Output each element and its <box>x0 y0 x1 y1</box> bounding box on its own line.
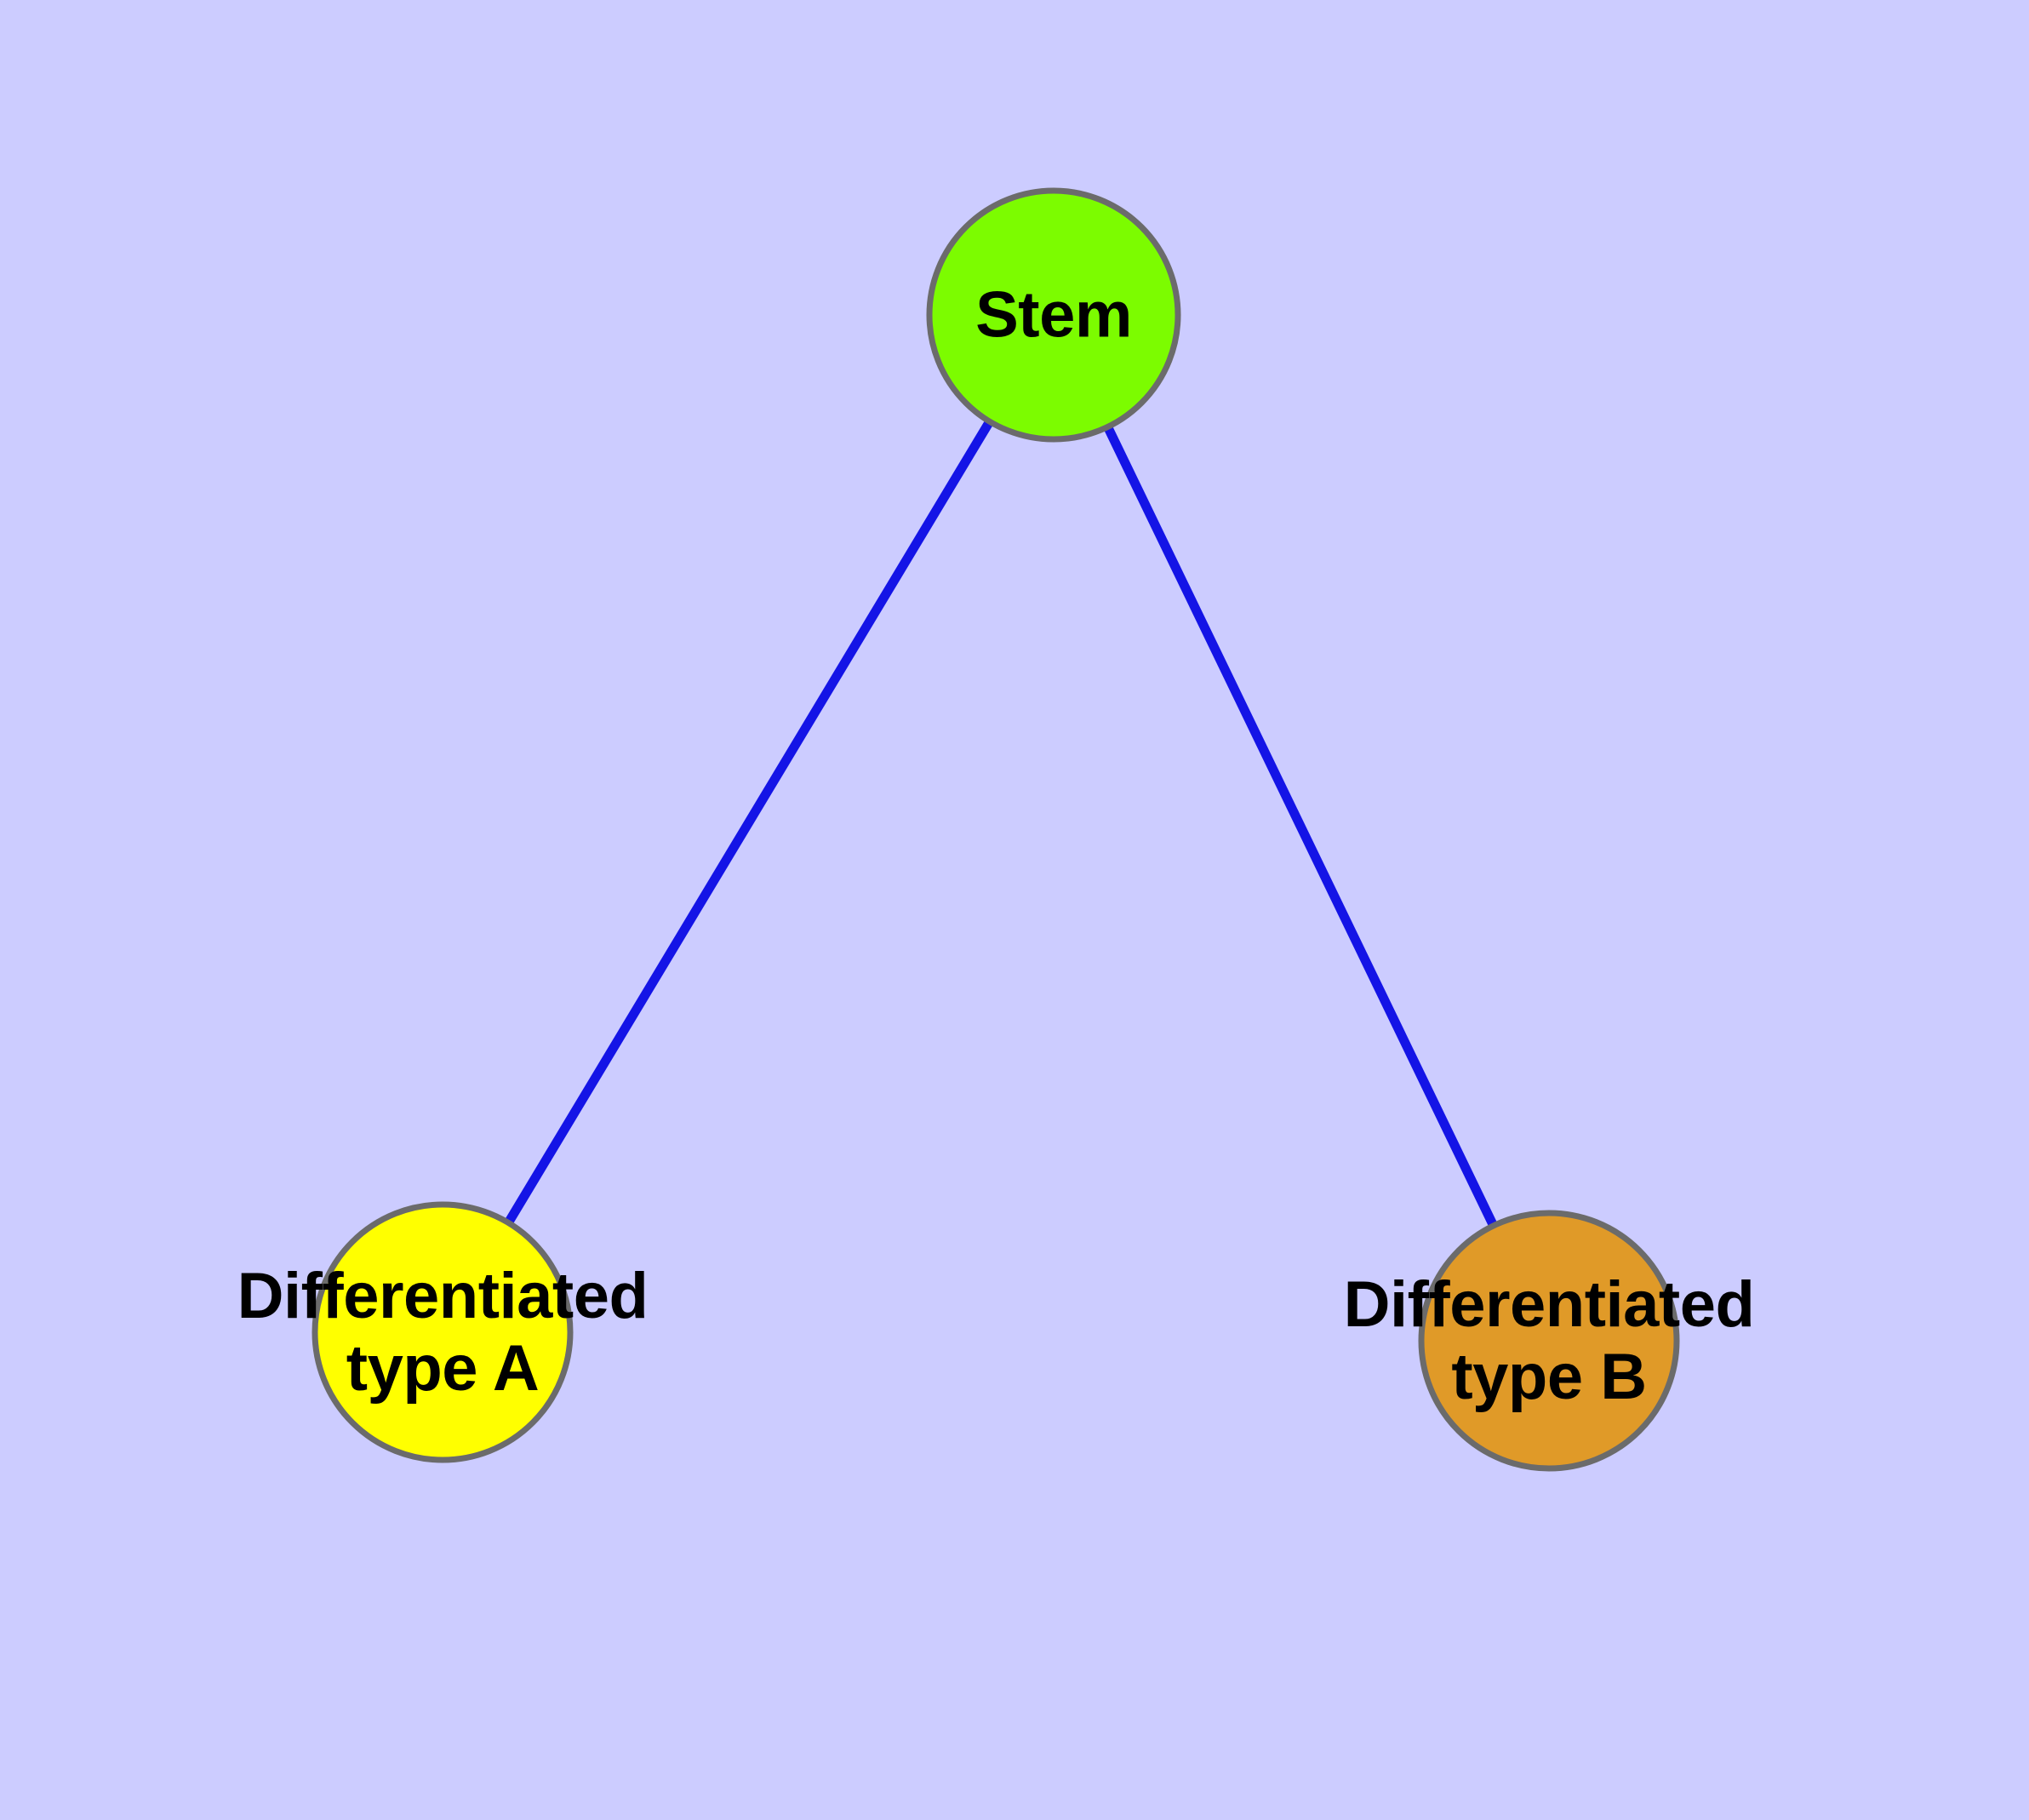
edge-stem-to-differentiated-type-b[interactable] <box>1104 426 1497 1227</box>
node-layer <box>311 187 1680 1472</box>
edge-layer <box>505 421 1497 1227</box>
node-stem[interactable] <box>926 187 1181 443</box>
edge-stem-to-differentiated-type-a[interactable] <box>505 421 993 1224</box>
node-differentiated-type-a[interactable] <box>311 1201 574 1463</box>
node-differentiated-type-b[interactable] <box>1418 1210 1680 1472</box>
